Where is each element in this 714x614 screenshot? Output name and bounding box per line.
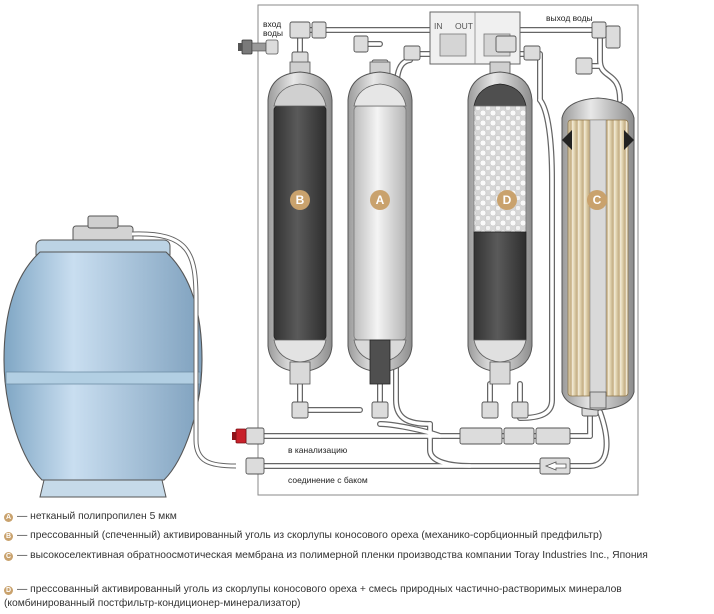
legend-item-c: C — высокоселективная обратноосмотическая… — [4, 549, 712, 563]
inlet-valve-icon — [238, 39, 279, 55]
legend-item-a: A — нетканый полипропилен 5 мкм — [4, 510, 712, 524]
cartridge-a-badge: A — [370, 190, 390, 210]
outlet-label: выход воды — [546, 13, 593, 23]
legend-text-a: — нетканый полипропилен 5 мкм — [17, 511, 177, 522]
filter-diagram — [3, 4, 639, 498]
inlet-label: вход воды — [263, 19, 284, 38]
cartridge-d-badge: D — [497, 190, 517, 210]
legend-item-b: B — прессованный (спеченный) активированн… — [4, 529, 712, 543]
cartridge-a — [347, 61, 413, 385]
flow-arrow-icon — [544, 461, 567, 471]
drain-label: в канализацию — [288, 445, 348, 455]
cartridge-d — [467, 61, 533, 385]
legend-item-d: D— прессованный активированный уголь из … — [4, 583, 712, 611]
manifold-in-label: IN — [434, 21, 443, 31]
storage-tank — [3, 215, 203, 498]
legend-text-c: — высокоселективная обратноосмотическая … — [17, 550, 648, 561]
legend-marker-c: C — [4, 552, 13, 561]
legend-marker-a: A — [4, 513, 13, 522]
drain-valve-icon — [232, 428, 247, 444]
cartridge-c — [561, 97, 635, 411]
cartridge-b — [267, 61, 333, 385]
manifold-out-label: OUT — [455, 21, 473, 31]
legend-text-d: — прессованный активированный уголь из с… — [4, 584, 622, 609]
cartridge-c-badge: C — [587, 190, 607, 210]
legend-marker-b: B — [4, 532, 13, 541]
tank-connection-label: соединение с баком — [288, 475, 368, 485]
legend-text-b: — прессованный (спеченный) активированны… — [17, 530, 603, 541]
legend-marker-d: D — [4, 586, 13, 595]
cartridge-b-badge: B — [290, 190, 310, 210]
